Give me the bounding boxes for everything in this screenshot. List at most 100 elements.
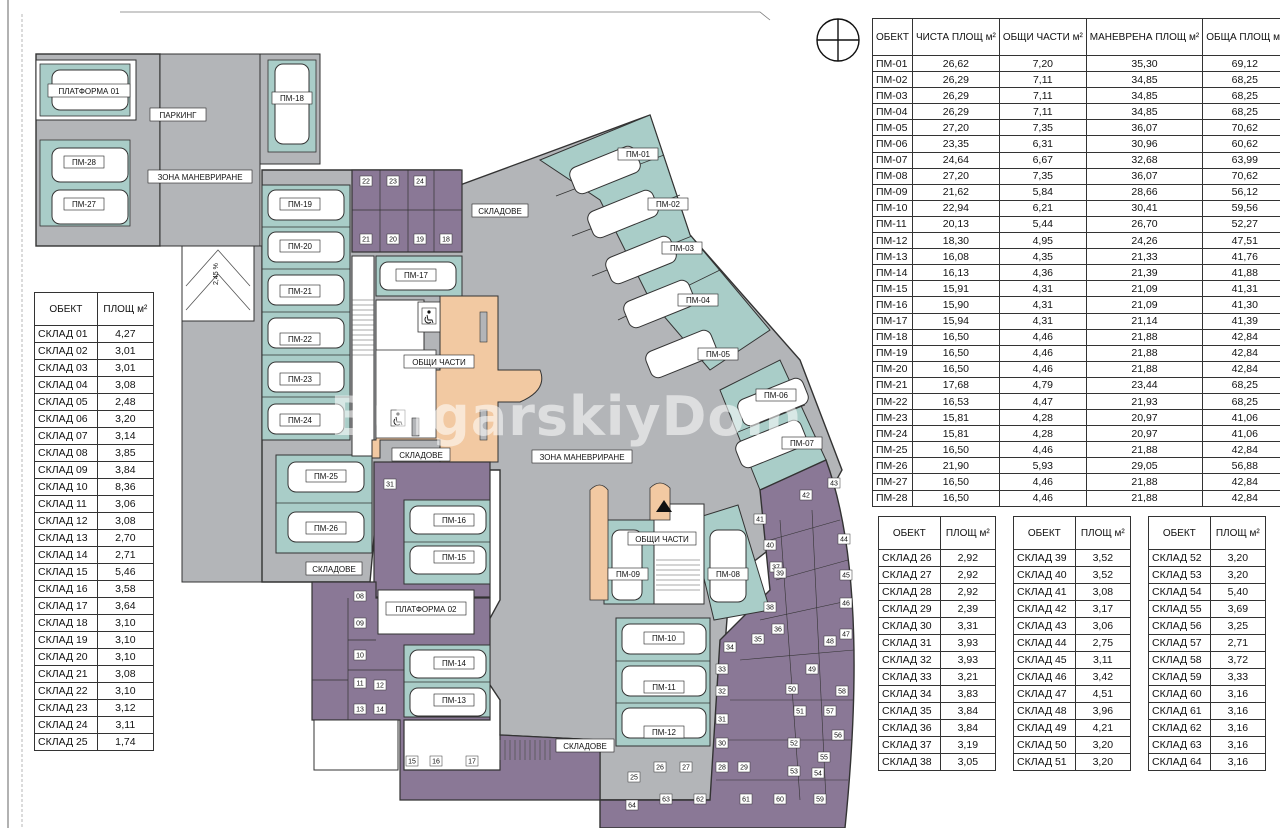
parking-area-table: ОБЕКТ ЧИСТА ПЛОЩ м² ОБЩИ ЧАСТИ м² МАНЕВР… <box>872 18 1280 507</box>
spot-pm24: ПМ-24 <box>288 416 313 425</box>
cell-object: ПМ-13 <box>872 248 913 266</box>
cell-value: 35,30 <box>1085 54 1204 73</box>
cell-value: 3,16 <box>1209 736 1267 754</box>
spot-pm26: ПМ-26 <box>314 524 339 533</box>
cell-value: 2,71 <box>1209 634 1267 652</box>
cell-object: СКЛАД 39 <box>1013 549 1076 567</box>
storage-number: 43 <box>830 481 838 488</box>
cell-value: 3,84 <box>939 702 997 720</box>
storage-number: 18 <box>442 237 450 244</box>
spot-pm01: ПМ-01 <box>626 150 651 159</box>
cell-object: ПМ-21 <box>872 376 913 394</box>
cell-value: 30,96 <box>1085 135 1204 153</box>
cell-value: 41,06 <box>1202 425 1280 443</box>
cell-value: 3,85 <box>96 444 155 462</box>
cell-value: 3,20 <box>1074 753 1132 771</box>
cell-object: СКЛАД 45 <box>1013 651 1076 669</box>
cell-object: СКЛАД 46 <box>1013 668 1076 686</box>
cell-value: 2,92 <box>939 566 997 584</box>
cell-object: ПМ-23 <box>872 409 913 427</box>
cell-value: 23,35 <box>911 135 1000 153</box>
cell-object: СКЛАД 07 <box>34 427 98 445</box>
cell-value: 3,11 <box>96 716 155 734</box>
col-common-parts: ОБЩИ ЧАСТИ м² <box>998 18 1087 56</box>
cell-value: 68,25 <box>1202 376 1280 394</box>
col-net-area: ЧИСТА ПЛОЩ м² <box>911 18 1000 56</box>
cell-object: ПМ-19 <box>872 344 913 362</box>
cell-value: 3,08 <box>96 512 155 530</box>
cell-value: 3,20 <box>1209 566 1267 584</box>
storage-number: 16 <box>432 759 440 766</box>
label-parking: ПАРКИНГ <box>160 111 198 120</box>
cell-value: 4,95 <box>998 232 1087 250</box>
cell-value: 56,12 <box>1202 183 1280 201</box>
cell-object: СКЛАД 26 <box>878 549 941 567</box>
cell-value: 4,28 <box>998 425 1087 443</box>
cell-value: 52,27 <box>1202 215 1280 234</box>
storage-number: 08 <box>356 594 364 601</box>
cell-object: СКЛАД 05 <box>34 393 98 411</box>
cell-value: 63,99 <box>1202 151 1280 169</box>
cell-value: 47,51 <box>1202 232 1280 250</box>
cell-value: 3,93 <box>939 634 997 652</box>
storage-number: 24 <box>416 179 424 186</box>
cell-value: 3,84 <box>939 719 997 737</box>
cell-object: СКЛАД 29 <box>878 600 941 618</box>
cell-value: 4,46 <box>998 441 1087 459</box>
cell-value: 4,31 <box>998 280 1087 298</box>
cell-object: ПМ-18 <box>872 328 913 346</box>
cell-object: СКЛАД 17 <box>34 597 98 615</box>
cell-value: 24,64 <box>911 151 1000 169</box>
cell-value: 36,07 <box>1085 167 1204 185</box>
cell-value: 29,05 <box>1085 457 1204 475</box>
spot-pm28: ПМ-28 <box>72 158 97 167</box>
label-storage-center: СКЛАДОВЕ <box>399 451 443 460</box>
cell-value: 21,93 <box>1085 392 1204 411</box>
storage-number: 42 <box>802 493 810 500</box>
col-area: ПЛОЩ м² <box>939 516 997 550</box>
cell-object: СКЛАД 09 <box>34 461 98 479</box>
cell-object: ПМ-24 <box>872 425 913 443</box>
cell-value: 41,39 <box>1202 312 1280 330</box>
cell-value: 21,62 <box>911 183 1000 201</box>
cell-value: 3,16 <box>1209 753 1267 771</box>
cell-value: 5,46 <box>96 563 155 581</box>
cell-value: 21,09 <box>1085 280 1204 298</box>
cell-object: ПМ-05 <box>872 119 913 137</box>
cell-object: ПМ-16 <box>872 296 913 314</box>
cell-value: 3,16 <box>1209 719 1267 737</box>
cell-value: 5,44 <box>998 215 1087 234</box>
col-maneuver-area: МАНЕВРЕНА ПЛОЩ м² <box>1085 18 1204 56</box>
cell-value: 3,08 <box>96 376 155 394</box>
cell-value: 15,91 <box>911 280 1000 298</box>
storage-number: 59 <box>816 797 824 804</box>
cell-object: ПМ-10 <box>872 199 913 217</box>
storage-number: 44 <box>840 537 848 544</box>
spot-pm14: ПМ-14 <box>442 659 467 668</box>
cell-object: ПМ-08 <box>872 167 913 185</box>
cell-value: 27,20 <box>911 167 1000 185</box>
cell-value: 60,62 <box>1202 135 1280 153</box>
cell-object: СКЛАД 60 <box>1148 685 1211 703</box>
cell-value: 3,16 <box>1209 702 1267 720</box>
cell-value: 42,84 <box>1202 328 1280 346</box>
cell-value: 3,01 <box>96 342 155 360</box>
